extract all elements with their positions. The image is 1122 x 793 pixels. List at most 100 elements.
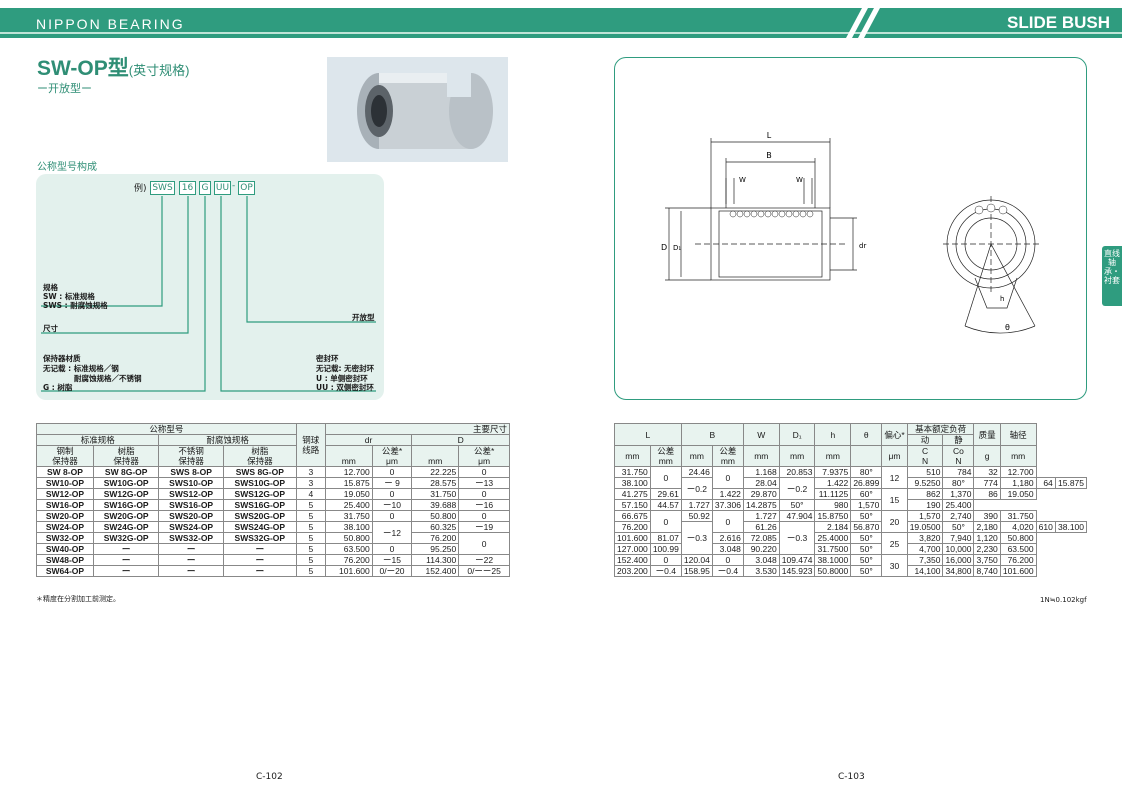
label-W-left: W [739,176,746,184]
table-cell: 7.9375 [814,466,852,478]
th-ecc-um: μm [881,445,908,467]
spec-sws: SWS : 耐腐蚀规格 [43,301,108,310]
seal-uu: UU : 双侧密封环 [316,383,374,392]
table-cell: 15.875 [324,477,373,489]
table-cell: 11.1125 [814,488,852,500]
table-cell: ー [222,554,297,566]
th-theta: θ [850,423,883,446]
table-cell: 3 [295,466,326,478]
table-cell: 5 [295,565,326,577]
table-cell: 50° [778,499,816,511]
table-cell: 9.5250 [906,477,944,489]
table-cell: 14.2875 [742,499,780,511]
table-cell: 50.92 [680,510,713,522]
table-cell: 0/ーー25 [458,565,510,577]
spec-title: 规格 [43,283,58,292]
table-cell: SWS20-OP [158,510,224,522]
table1-footnote: ＊精度在分割加工前测定。 [36,595,120,603]
table-cell: 41.275 [614,488,651,500]
table-cell: SWS24-OP [158,521,224,533]
table-cell: ー10 [371,499,413,511]
table-cell: 100.99 [649,543,682,555]
th-cor: 耐腐蚀规格 [158,434,297,446]
table-cell: 19.050 [324,488,373,500]
page-number-left: C-102 [256,772,283,782]
table-cell: 50° [850,565,883,577]
table-cell: 76.200 [411,532,460,544]
code-section-label: 公称型号构成 [37,162,97,173]
table-cell: 1.727 [742,510,780,522]
code-part-seal: UU [214,181,231,195]
table-cell: 76.200 [614,521,651,533]
th-ecc: 偏心* [881,423,908,446]
th-W-mm: mm [742,445,780,467]
th-main: 主要尺寸 [324,423,511,435]
table-cell: ー19 [458,521,510,533]
code-part-open: OP [238,181,255,195]
th-D1: D₁ [778,423,816,446]
diagram-drawing: L B W W D D₁ dr h θ [661,131,1039,334]
table-cell: SW32G-OP [92,532,160,544]
code-lines [41,196,376,392]
table-cell: 774 [973,477,1001,489]
th-h: h [814,423,852,446]
table-cell: ー [158,554,224,566]
table-cell: 2.616 [711,532,744,544]
table-cell: 3.530 [742,565,780,577]
table-cell: 3 [295,477,326,489]
th-dr: dr [324,434,413,446]
table-cell: 0 [371,510,413,522]
table-cell: 24.46 [680,466,713,478]
table-cell: 66.675 [614,510,651,522]
code-part-cage: G [199,181,211,195]
th-D1-mm: mm [778,445,816,467]
table-cell: SWS 8G-OP [222,466,297,478]
th-steel: 钢制保持器 [36,445,94,467]
label-h: h [1000,295,1004,303]
table-cell: 19.050 [999,488,1037,500]
table-cell: 76.200 [324,554,373,566]
th-shaft: 轴径 [999,423,1037,446]
table-cell: 28.575 [411,477,460,489]
table-cell: 34,800 [942,565,975,577]
table-cell: 50.800 [324,532,373,544]
table-cell: 0/ー20 [371,565,413,577]
table-cell: 114.300 [411,554,460,566]
table-cell: SW24G-OP [92,521,160,533]
table-cell: ー [92,565,160,577]
th-shaft-mm: mm [999,445,1037,467]
table-cell: SW64-OP [36,565,94,577]
page-number-right: C-103 [838,772,865,782]
table-cell: ー [158,565,224,577]
table-cell: 203.200 [614,565,651,577]
table-cell: 39.688 [411,499,460,511]
table-cell: 25 [881,532,908,555]
table-cell: 50.800 [999,532,1037,544]
table-cell: 980 [814,499,852,511]
table-cell: 60° [850,488,883,500]
table-cell: 50.8000 [814,565,852,577]
table-cell: 0 [711,510,744,533]
table-cell: 31.7500 [814,543,852,555]
table-cell: 31.750 [411,488,460,500]
table-cell: 0 [458,466,510,478]
table-cell: 5 [295,554,326,566]
table-cell: SWS24G-OP [222,521,297,533]
th-resin: 树脂保持器 [92,445,160,467]
table-cell: 44.57 [649,499,682,511]
th-mass: 质量 [973,423,1001,446]
table-cell: 4,020 [999,521,1037,533]
table-cell: ー12 [371,521,413,544]
table-cell: 2,740 [942,510,975,522]
table-cell: SW32-OP [36,532,94,544]
table-cell: 20.853 [778,466,816,478]
spec-sw: SW : 标准规格 [43,292,95,301]
table-cell: 63.500 [324,543,373,555]
table-cell: 7,940 [942,532,975,544]
table-cell: 28.04 [742,477,780,489]
